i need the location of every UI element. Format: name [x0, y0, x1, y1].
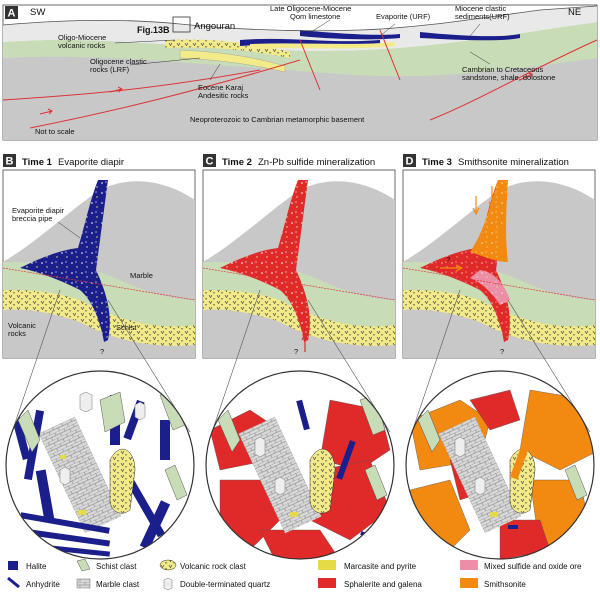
- eocene-label-1: Eocene Karaj: [198, 83, 243, 92]
- surface-line: [2, 5, 598, 32]
- leader-lines: [114, 19, 491, 81]
- legend-marble-swatch: [76, 578, 91, 589]
- ne-label: NE: [568, 7, 581, 18]
- panel-d-letter: D: [406, 156, 414, 168]
- panel-d-time: Time 3: [422, 157, 452, 168]
- legend-volcanic-swatch: [159, 559, 177, 571]
- evaporite-label: Evaporite (URF): [376, 12, 431, 21]
- panel-b-question: ?: [100, 347, 104, 356]
- cambrian-label-2: sandstone, shale, dolostone: [462, 73, 555, 82]
- oligo-clastic-label-1: Oligocene clastic: [90, 57, 147, 66]
- panel-c-time: Time 2: [222, 157, 252, 168]
- oligocene-clastic-layer: [179, 49, 286, 73]
- zoom-circle-d: [406, 371, 594, 559]
- angouran-box: [172, 16, 191, 33]
- panel-c-badge: [203, 154, 216, 167]
- legend-halite-swatch: [8, 561, 18, 570]
- zoom-circle-c: [206, 371, 394, 559]
- panel-c-question: ?: [294, 347, 298, 356]
- miocene-label-2: sediments(URF): [455, 12, 510, 21]
- legend-smithsonite: Smithsonite: [484, 580, 526, 589]
- faults: [2, 29, 598, 129]
- panel-a-badge: [5, 6, 18, 19]
- sw-label: SW: [30, 7, 45, 18]
- qom-label-1: Late Oligocene-Miocene: [270, 4, 351, 13]
- oligo-label-1: Oligo-Miocene: [58, 33, 106, 42]
- panel-b-title: Evaporite diapir: [58, 157, 124, 168]
- legend-mixed-swatch: [460, 560, 478, 570]
- qom-layer: [250, 42, 395, 49]
- marble-label: Marble: [130, 271, 153, 280]
- legend-schist-swatch: [76, 558, 91, 572]
- legend-marcasite: Marcasite and pyrite: [344, 562, 417, 571]
- legend-marcasite-swatch: [318, 560, 336, 570]
- oligo-label-2: volcanic rocks: [58, 41, 105, 50]
- panel-c-title: Zn-Pb sulfide mineralization: [258, 157, 375, 168]
- legend-anhydrite: Anhydrite: [26, 580, 60, 589]
- legend-marble: Marble clast: [96, 580, 140, 589]
- legend-volcanic: Volcanic rock clast: [180, 562, 247, 571]
- panel-d: ? ?: [402, 169, 596, 359]
- panel-b-time: Time 1: [22, 157, 53, 168]
- panel-b-badge: [3, 154, 16, 167]
- fig-ref-label: Fig.13B: [137, 25, 170, 35]
- angouran-label: Angouran: [194, 21, 235, 32]
- qom-label-2: Qom limestone: [290, 12, 340, 21]
- evaporite-band-3: [420, 32, 520, 41]
- panel-b-letter: B: [6, 156, 14, 168]
- panel-d-question-2: ?: [500, 347, 504, 356]
- panel-titles: B Time 1 Evaporite diapir C Time 2 Zn-Pb…: [3, 154, 569, 168]
- panel-d-badge: [403, 154, 416, 167]
- legend-mixed: Mixed sulfide and oxide ore: [484, 562, 582, 571]
- zoom-circle-b: [6, 371, 194, 559]
- section-a: A SW NE Fig.13B Angouran Late Oligocene-…: [2, 4, 598, 141]
- legend-quartz: Double-terminated quartz: [180, 580, 270, 589]
- legend-halite: Halite: [26, 562, 47, 571]
- scale-label: Not to scale: [35, 127, 75, 136]
- miocene-label-1: Miocene clastic: [455, 4, 507, 13]
- legend-anhydrite-swatch: [7, 576, 20, 589]
- volcanic-layer: [165, 39, 290, 58]
- breccia-label-2: breccia pipe: [12, 214, 52, 223]
- cambrian-label-1: Cambrian to Cretaceous: [462, 65, 544, 74]
- oligo-clastic-label-2: rocks (LRF): [90, 65, 130, 74]
- legend-quartz-swatch: [163, 577, 173, 591]
- schist-label: Schist: [116, 323, 137, 332]
- cambrian-layer: [3, 22, 597, 77]
- breccia-label-1: Evaporite diapir: [12, 206, 65, 215]
- fault-arrows: [39, 72, 533, 115]
- panel-a-letter: A: [8, 8, 16, 20]
- panel-d-title: Smithsonite mineralization: [458, 157, 569, 168]
- basement-label: Neoproterozoic to Cambrian metamorphic b…: [190, 115, 365, 124]
- eocene-label-2: Andesitic rocks: [198, 91, 249, 100]
- volcanic-label-1: Volcanic: [8, 321, 36, 330]
- legend-smithsonite-swatch: [460, 578, 478, 588]
- legend-schist: Schist clast: [96, 562, 137, 571]
- legend-sphalerite-swatch: [318, 578, 336, 588]
- legend-sphalerite: Sphalerite and galena: [344, 580, 422, 589]
- evaporite-band-2: [300, 30, 400, 40]
- panel-c-letter: C: [206, 156, 214, 168]
- legend: Halite Anhydrite Schist clast Marble cla…: [7, 558, 582, 591]
- volcanic-label-2: rocks: [8, 329, 26, 338]
- panel-d-question-1: ?: [446, 255, 450, 264]
- panel-c: ?: [202, 169, 396, 359]
- panel-b: Evaporite diapir breccia pipe Marble Sch…: [2, 169, 196, 359]
- surface-layer: [3, 6, 597, 51]
